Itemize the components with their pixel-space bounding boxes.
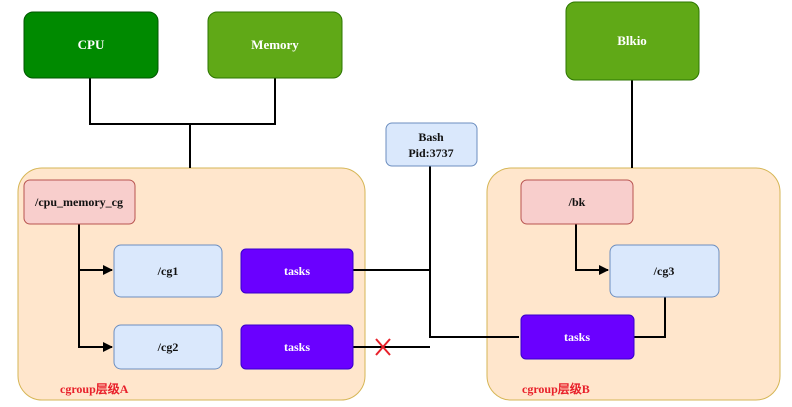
tasks-cg1-node: tasks: [240, 248, 354, 294]
bk-label: /bk: [568, 195, 586, 209]
cg3-node: /cg3: [609, 244, 720, 298]
cpu-subsystem-node: CPU: [23, 11, 159, 79]
cg3-label: /cg3: [653, 264, 675, 278]
memory-subsystem-node: Memory: [207, 11, 343, 79]
tasks-cg3-label: tasks: [564, 330, 590, 344]
hierarchy-b-label: cgroup层级B: [522, 381, 590, 396]
tasks-cg2-node: tasks: [240, 324, 354, 370]
tasks-cg3-node: tasks: [520, 314, 635, 360]
cg3-to-tasks-b-line: [634, 296, 666, 338]
bk-root-node: /bk: [520, 179, 634, 225]
blkio-subsystem-node: Blkio: [565, 1, 700, 81]
bash-process-node: Bash Pid:3737: [385, 122, 478, 167]
cg2-label: /cg2: [157, 340, 179, 354]
bash-process-pid: Pid:3737: [408, 146, 453, 160]
cpu-memory-cg-root-node: /cpu_memory_cg: [23, 179, 136, 225]
bash-to-tasks-b-line: [429, 270, 519, 338]
bash-process-name: Bash: [418, 130, 444, 144]
hierarchy-a-label: cgroup层级A: [60, 381, 129, 396]
tasks-cg2-label: tasks: [284, 340, 310, 354]
cpu-label: CPU: [78, 37, 105, 52]
blkio-label: Blkio: [617, 33, 647, 48]
cpu-memory-join-line: [89, 78, 276, 125]
bk-to-cg3-arrow: [575, 224, 609, 275]
tasks-cg1-label: tasks: [284, 264, 310, 278]
connectors: [78, 78, 666, 352]
cg1-label: /cg1: [157, 264, 179, 278]
cg2-node: /cg2: [113, 324, 223, 370]
cg1-node: /cg1: [113, 244, 223, 298]
forbidden-cross-icon: [375, 338, 391, 356]
memory-label: Memory: [251, 37, 299, 52]
cpu-memory-cg-label: /cpu_memory_cg: [34, 195, 123, 209]
root-to-cg2-arrow: [78, 270, 113, 352]
